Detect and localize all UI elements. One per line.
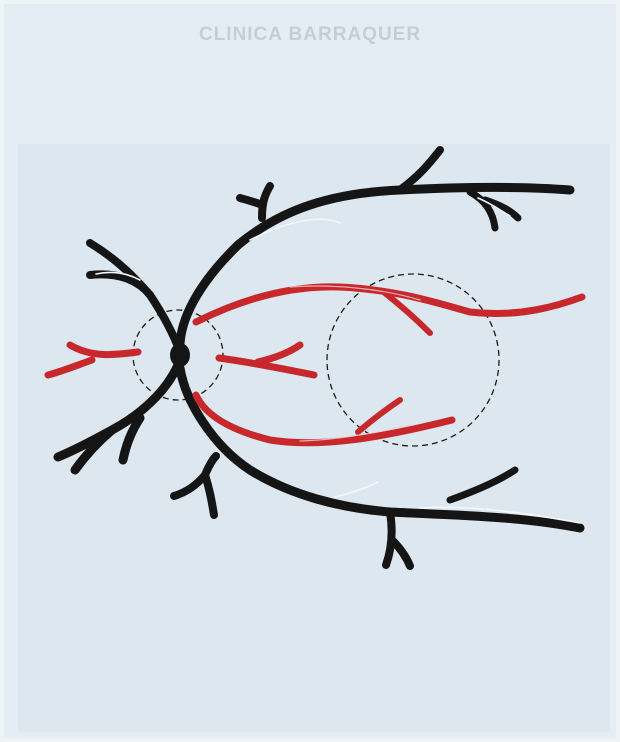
- vein-superior-branch-up: [240, 186, 270, 218]
- vein-inferior-arcade: [180, 368, 580, 528]
- vein-inferior-branch-down: [386, 512, 410, 566]
- vein-inferior-branch-up: [450, 470, 515, 500]
- artery-inferior-branch: [358, 400, 400, 432]
- artery-inferior-temporal: [196, 395, 452, 443]
- artery-macular: [219, 345, 314, 375]
- artery-nasal: [48, 345, 138, 375]
- optic-disc-center: [170, 343, 190, 367]
- veins: [58, 150, 580, 566]
- vein-inferior-twig-left: [174, 456, 216, 515]
- vein-nasal-superior: [90, 243, 180, 352]
- vein-superior-branch-right: [470, 192, 518, 228]
- vein-nasal-inferior: [58, 365, 178, 470]
- vein-superior-twig: [400, 150, 440, 190]
